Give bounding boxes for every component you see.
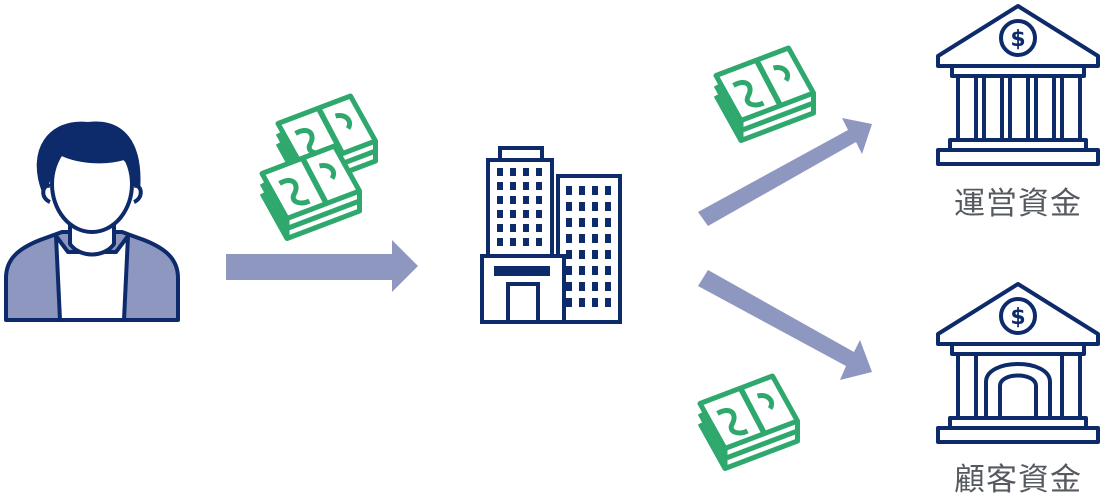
flow-arrow-to-customer-funds [698, 270, 872, 380]
building-window [579, 218, 585, 227]
building-window [536, 238, 542, 246]
building-window [566, 282, 572, 291]
building-window [497, 224, 503, 232]
building-window [592, 234, 598, 243]
bank-dollar-icon: $ [936, 4, 1100, 166]
building-window [497, 238, 503, 246]
building-window [566, 218, 572, 227]
bank-vault-icon: $ [936, 282, 1100, 444]
building-window [536, 168, 542, 176]
operating-funds-label: 運営資金 [954, 186, 1082, 222]
building-window [497, 210, 503, 218]
building-window [523, 210, 529, 218]
building-window [566, 186, 572, 195]
building-window [566, 202, 572, 211]
building-window [523, 168, 529, 176]
building-window [605, 250, 611, 259]
building-window [579, 266, 585, 275]
building-window [579, 234, 585, 243]
building-window [510, 224, 516, 232]
building-window [605, 266, 611, 275]
customer-funds-label: 顧客資金 [954, 462, 1082, 496]
building-window [566, 266, 572, 275]
building-window [536, 210, 542, 218]
building-window [605, 298, 611, 307]
building-window [523, 196, 529, 204]
building-window [536, 224, 542, 232]
building-window [510, 168, 516, 176]
building-window [536, 196, 542, 204]
building-window [579, 250, 585, 259]
cash-bundle-icon [716, 48, 814, 141]
building-window [592, 250, 598, 259]
building-windows [497, 168, 611, 307]
building-window [605, 218, 611, 227]
building-window [592, 186, 598, 195]
building-window [497, 182, 503, 190]
person-icon [4, 121, 180, 322]
building-window [497, 168, 503, 176]
building-window [510, 196, 516, 204]
building-window [579, 282, 585, 291]
building-window [605, 202, 611, 211]
building-window [523, 182, 529, 190]
building-window [523, 224, 529, 232]
svg-text:$: $ [1010, 27, 1025, 52]
building-window [523, 238, 529, 246]
flow-arrow-to-company [226, 240, 418, 292]
building-window [510, 182, 516, 190]
building-window [592, 266, 598, 275]
building-window [566, 250, 572, 259]
building-window [579, 298, 585, 307]
building-window [510, 238, 516, 246]
building-window [605, 186, 611, 195]
building-window [592, 218, 598, 227]
building-window [566, 298, 572, 307]
cash-bundle-icon [700, 376, 798, 469]
building-window [605, 234, 611, 243]
building-window [592, 282, 598, 291]
building-window [536, 182, 542, 190]
building-window [510, 210, 516, 218]
flow-arrow-to-operating-funds [698, 118, 872, 226]
building-window [566, 234, 572, 243]
building-window [579, 202, 585, 211]
cash-bundle-icon [262, 96, 376, 239]
building-window [579, 186, 585, 195]
svg-text:$: $ [1010, 305, 1025, 330]
building-window [497, 196, 503, 204]
building-window [592, 298, 598, 307]
building-window [592, 202, 598, 211]
building-window [605, 282, 611, 291]
